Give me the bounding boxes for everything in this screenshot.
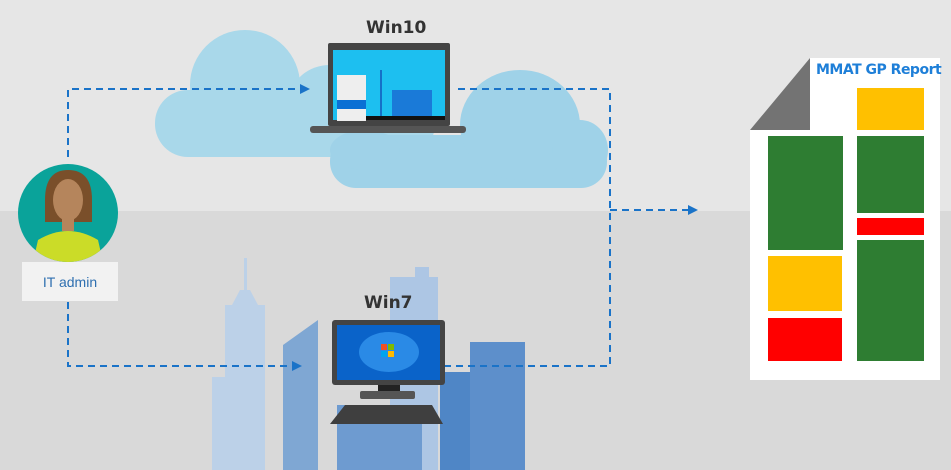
win10-label: Win10 (366, 18, 427, 38)
win10-laptop-icon (310, 43, 466, 133)
arrowheads (292, 84, 698, 371)
report-block (857, 136, 924, 213)
win7-desktop-icon (330, 320, 445, 424)
it-admin-label: IT admin (22, 262, 118, 301)
arrow-to-win7-icon (292, 361, 302, 371)
mmat-gp-report-document (750, 58, 940, 380)
report-title: MMAT GP Report (816, 62, 942, 78)
report-block (768, 318, 842, 361)
folded-corner-icon (750, 58, 810, 130)
arrow-to-report-icon (688, 205, 698, 215)
it-admin-avatar (18, 164, 118, 262)
cloud-icon (155, 30, 608, 188)
report-block (857, 218, 924, 235)
report-block (768, 136, 843, 250)
arrow-to-win10-icon (300, 84, 310, 94)
report-block (857, 88, 924, 130)
report-block (857, 240, 924, 361)
report-block (768, 256, 842, 311)
flow-connectors (67, 88, 688, 367)
win7-label: Win7 (364, 293, 413, 313)
